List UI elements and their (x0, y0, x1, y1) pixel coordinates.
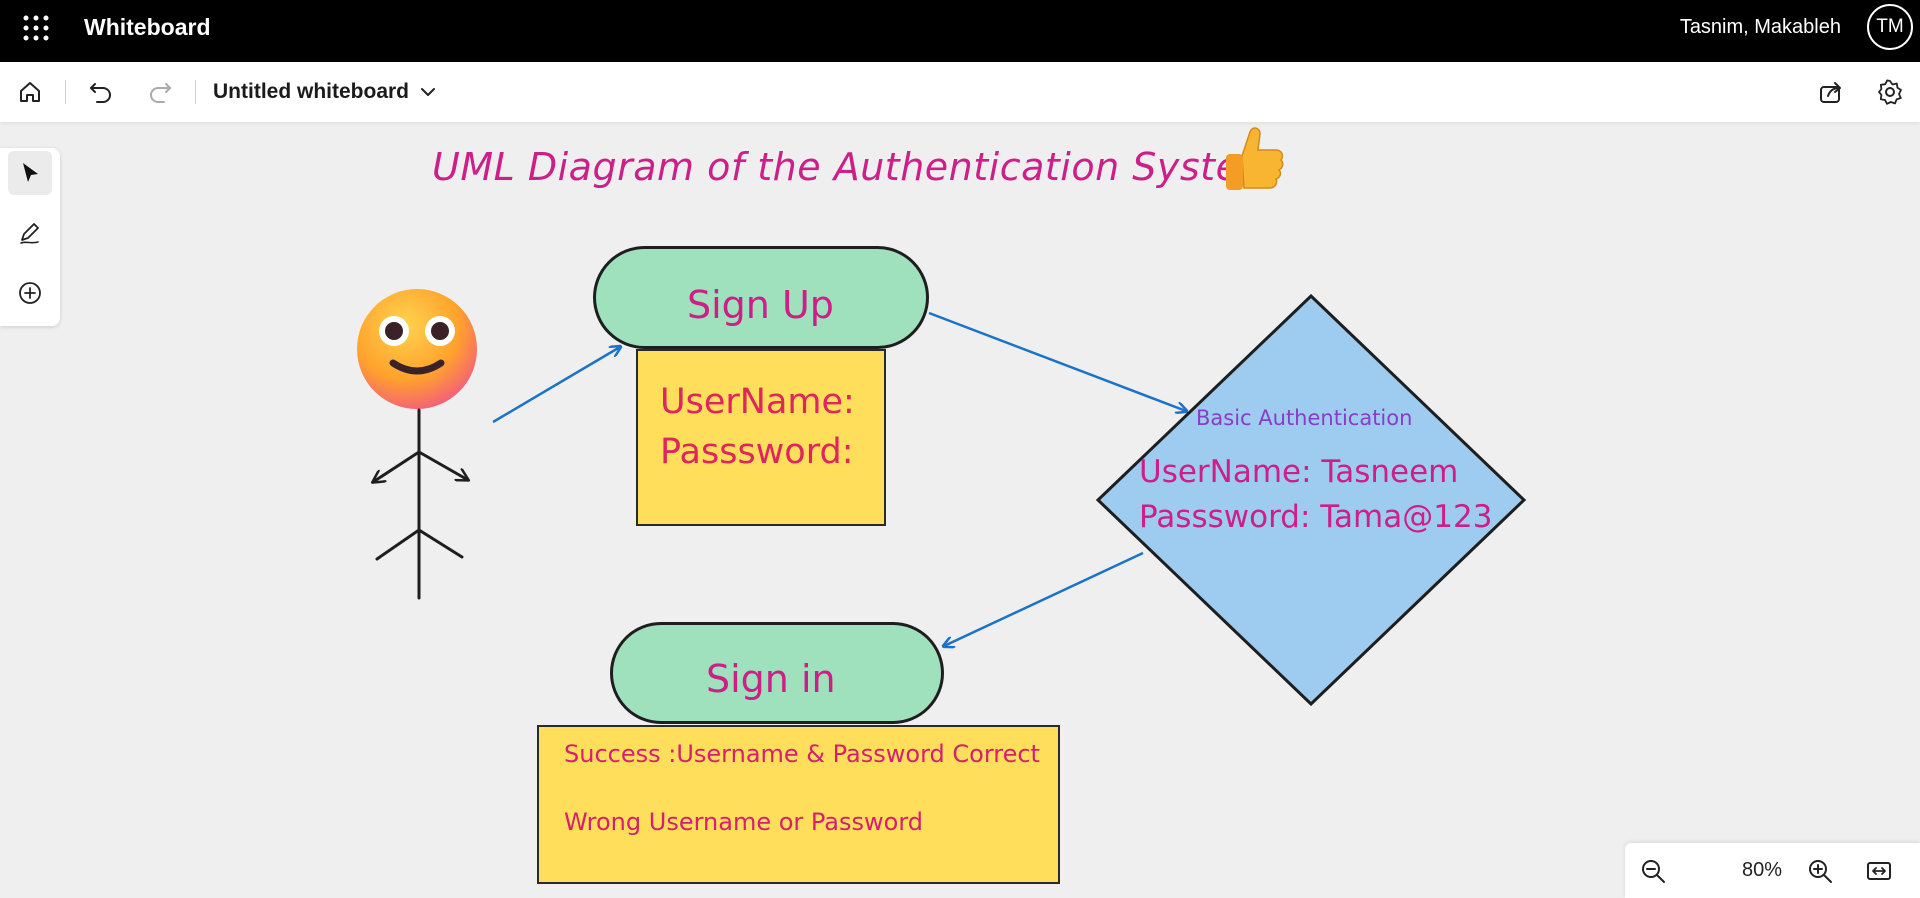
signin-shape[interactable] (610, 622, 944, 724)
add-circle-icon (19, 282, 41, 304)
home-icon[interactable] (16, 78, 44, 106)
thumbs-up-icon[interactable] (1220, 122, 1286, 194)
redo-icon[interactable] (146, 78, 174, 106)
toolbar-divider (65, 80, 66, 104)
signup-username-field: UserName: (660, 382, 855, 422)
pen-tool[interactable] (8, 211, 52, 255)
insert-tool[interactable] (8, 271, 52, 315)
settings-gear-icon[interactable] (1876, 78, 1904, 106)
undo-icon[interactable] (87, 78, 115, 106)
zoom-out-icon[interactable] (1639, 857, 1667, 885)
auth-decision-shape[interactable] (1095, 294, 1527, 706)
pointer-icon (23, 163, 38, 182)
toolbar-divider (195, 80, 196, 104)
toolbar: Untitled whiteboard (0, 62, 1920, 123)
fit-to-screen-icon[interactable] (1865, 857, 1893, 885)
tool-panel (0, 148, 60, 326)
avatar[interactable]: TM (1867, 4, 1913, 50)
signup-shape[interactable] (593, 246, 929, 349)
smiley-face-icon[interactable] (355, 287, 479, 411)
document-title[interactable]: Untitled whiteboard (213, 80, 409, 103)
app-bar: Whiteboard Tasnim, Makableh TM (0, 0, 1920, 62)
diagram-title[interactable]: UML Diagram of the Authentication System (432, 145, 1277, 189)
app-launcher-icon[interactable] (22, 14, 50, 42)
chevron-down-icon[interactable] (418, 82, 438, 102)
signin-success-text: Success :Username & Password Correct (564, 740, 1040, 768)
signin-result-note[interactable] (537, 725, 1060, 884)
zoom-in-icon[interactable] (1806, 857, 1834, 885)
auth-username: UserName: Tasneem (1139, 454, 1459, 490)
select-tool[interactable] (8, 151, 52, 195)
share-icon[interactable] (1817, 78, 1845, 106)
auth-password: Passsword: Tama@123 (1139, 499, 1493, 535)
signup-password-field: Passsword: (660, 432, 854, 472)
signup-fields-note[interactable] (636, 349, 886, 526)
pen-icon (20, 223, 39, 244)
user-name: Tasnim, Makableh (1679, 16, 1841, 38)
zoom-controls: 80% (1625, 843, 1920, 898)
signin-failure-text: Wrong Username or Password (564, 808, 924, 836)
arrow-user-to-signup (492, 347, 620, 424)
auth-label: Basic Authentication (1196, 406, 1413, 430)
zoom-level[interactable]: 80% (1741, 859, 1783, 881)
signup-label: Sign Up (687, 283, 834, 327)
signin-label: Sign in (706, 657, 836, 701)
stick-figure (373, 408, 468, 600)
app-title: Whiteboard (84, 14, 211, 40)
